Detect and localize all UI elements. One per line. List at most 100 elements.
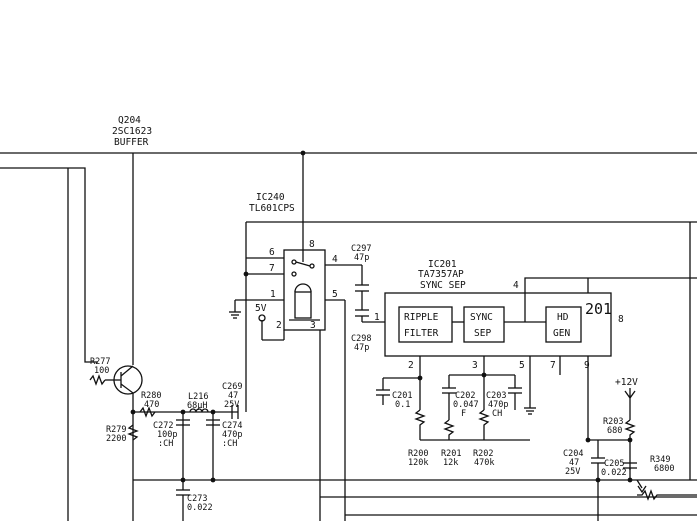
r280-ref: R280 — [141, 391, 161, 401]
r200-value: 120k — [408, 458, 428, 468]
c202-type: F — [461, 409, 466, 419]
ic240-pin-5: 5 — [332, 289, 338, 300]
ic240-package — [283, 249, 326, 331]
c272-capacitor — [176, 419, 190, 426]
c203-type: CH — [492, 409, 502, 419]
c269-rating: 25V — [224, 400, 239, 410]
r202-value: 470k — [474, 458, 494, 468]
supply-5v: 5V — [255, 303, 267, 314]
ic201-part: TA7357AP — [418, 269, 464, 280]
r280-value: 470 — [144, 400, 159, 410]
q204-role: BUFFER — [114, 137, 149, 148]
c297-value: 47p — [354, 253, 369, 263]
ic201-pin-1: 1 — [374, 312, 380, 323]
junction-dots — [130, 150, 633, 483]
c274-ref: C274 — [222, 421, 242, 431]
c274-value: 470p — [222, 430, 242, 440]
c205-value: 0.022 — [601, 468, 627, 478]
ic240-ref: IC240 — [256, 192, 285, 203]
ic201-pin-9: 9 — [584, 360, 590, 371]
r203-resistor — [624, 419, 636, 440]
c204-rating: 25V — [565, 467, 580, 477]
c273-ref: C273 — [187, 494, 207, 504]
c204-ref: C204 — [563, 449, 583, 459]
ground-symbol-pin5 — [524, 407, 536, 415]
r277-value: 100 — [94, 366, 109, 376]
ic201-pin-4: 4 — [513, 280, 519, 291]
c201-capacitor — [376, 378, 390, 405]
terminal-5v — [258, 314, 266, 322]
r201-resistor — [443, 419, 455, 440]
c273-capacitor — [176, 489, 190, 521]
r201-ref: R201 — [441, 449, 461, 459]
r280-resistor — [139, 406, 156, 418]
ic201-number: 201 — [585, 300, 612, 318]
c201-value: 0.1 — [395, 400, 410, 410]
r201-value: 12k — [443, 458, 458, 468]
c204-value: 47 — [569, 458, 579, 468]
hd-gen-line-2: GEN — [553, 328, 570, 339]
r349-value: 6800 — [654, 464, 674, 474]
c269-value: 47 — [228, 391, 238, 401]
c202-value: 0.047 — [453, 400, 479, 410]
c205-capacitor — [623, 462, 637, 480]
q204-transistor — [105, 365, 143, 395]
r200-ref: R200 — [408, 449, 428, 459]
r279-resistor — [127, 424, 139, 441]
c297-ref: C297 — [351, 244, 371, 254]
c202-capacitor — [442, 375, 456, 420]
ic201-pin-7: 7 — [550, 360, 556, 371]
c273-value: 0.022 — [187, 503, 213, 513]
r202-resistor — [478, 409, 490, 440]
ic201-pin-8: 8 — [618, 314, 624, 325]
r279-ref: R279 — [106, 425, 126, 435]
ic201-pin-2: 2 — [408, 360, 414, 371]
c205-ref: C205 — [604, 459, 624, 469]
ic201-package — [384, 292, 612, 357]
q204-ref: Q204 — [118, 115, 141, 126]
r202-ref: R202 — [473, 449, 493, 459]
c297-capacitor — [355, 284, 369, 300]
c272-ref: C272 — [153, 421, 173, 431]
ic201-role: SYNC SEP — [420, 280, 466, 291]
r279-value: 2200 — [106, 434, 126, 444]
c274-capacitor — [206, 419, 220, 426]
ic201-pin-5: 5 — [519, 360, 525, 371]
c201-ref: C201 — [392, 391, 412, 401]
ic240-pin-8: 8 — [309, 239, 315, 250]
r203-ref: R203 — [603, 417, 623, 427]
hd-gen-line-1: HD — [557, 312, 569, 323]
c272-value: 100p — [157, 430, 177, 440]
ic201-pin-3: 3 — [472, 360, 478, 371]
ripple-filter-line-2: FILTER — [404, 328, 439, 339]
c298-value: 47p — [354, 343, 369, 353]
r203-value: 680 — [607, 426, 622, 436]
r349-resistor — [636, 479, 660, 501]
ic201-ref: IC201 — [428, 259, 457, 270]
ic240-pin-7: 7 — [269, 263, 275, 274]
c269-ref: C269 — [222, 382, 242, 392]
c298-capacitor — [355, 309, 369, 322]
ripple-filter-line-1: RIPPLE — [404, 312, 439, 323]
c298-ref: C298 — [351, 334, 371, 344]
ground-symbol — [229, 311, 241, 319]
sync-sep-line-2: SEP — [474, 328, 491, 339]
ic240-pin-1: 1 — [270, 289, 276, 300]
l216-ref: L216 — [188, 392, 208, 402]
c202-ref: C202 — [455, 391, 475, 401]
ic240-part: TL601CPS — [249, 203, 295, 214]
ic240-pin-4: 4 — [332, 254, 338, 265]
c269-capacitor — [231, 405, 239, 419]
ic240-pin-6: 6 — [269, 247, 275, 258]
c203-value: 470p — [488, 400, 508, 410]
r349-ref: R349 — [650, 455, 670, 465]
c204-capacitor — [591, 440, 605, 521]
ic240-pin-2: 2 — [276, 320, 282, 331]
c203-ref: C203 — [486, 391, 506, 401]
supply-12v: +12V — [615, 377, 638, 388]
supply-12v-arrow — [624, 388, 636, 400]
r277-ref: R277 — [90, 357, 110, 367]
l216-value: 68μH — [187, 401, 207, 411]
r277-resistor — [89, 374, 106, 386]
